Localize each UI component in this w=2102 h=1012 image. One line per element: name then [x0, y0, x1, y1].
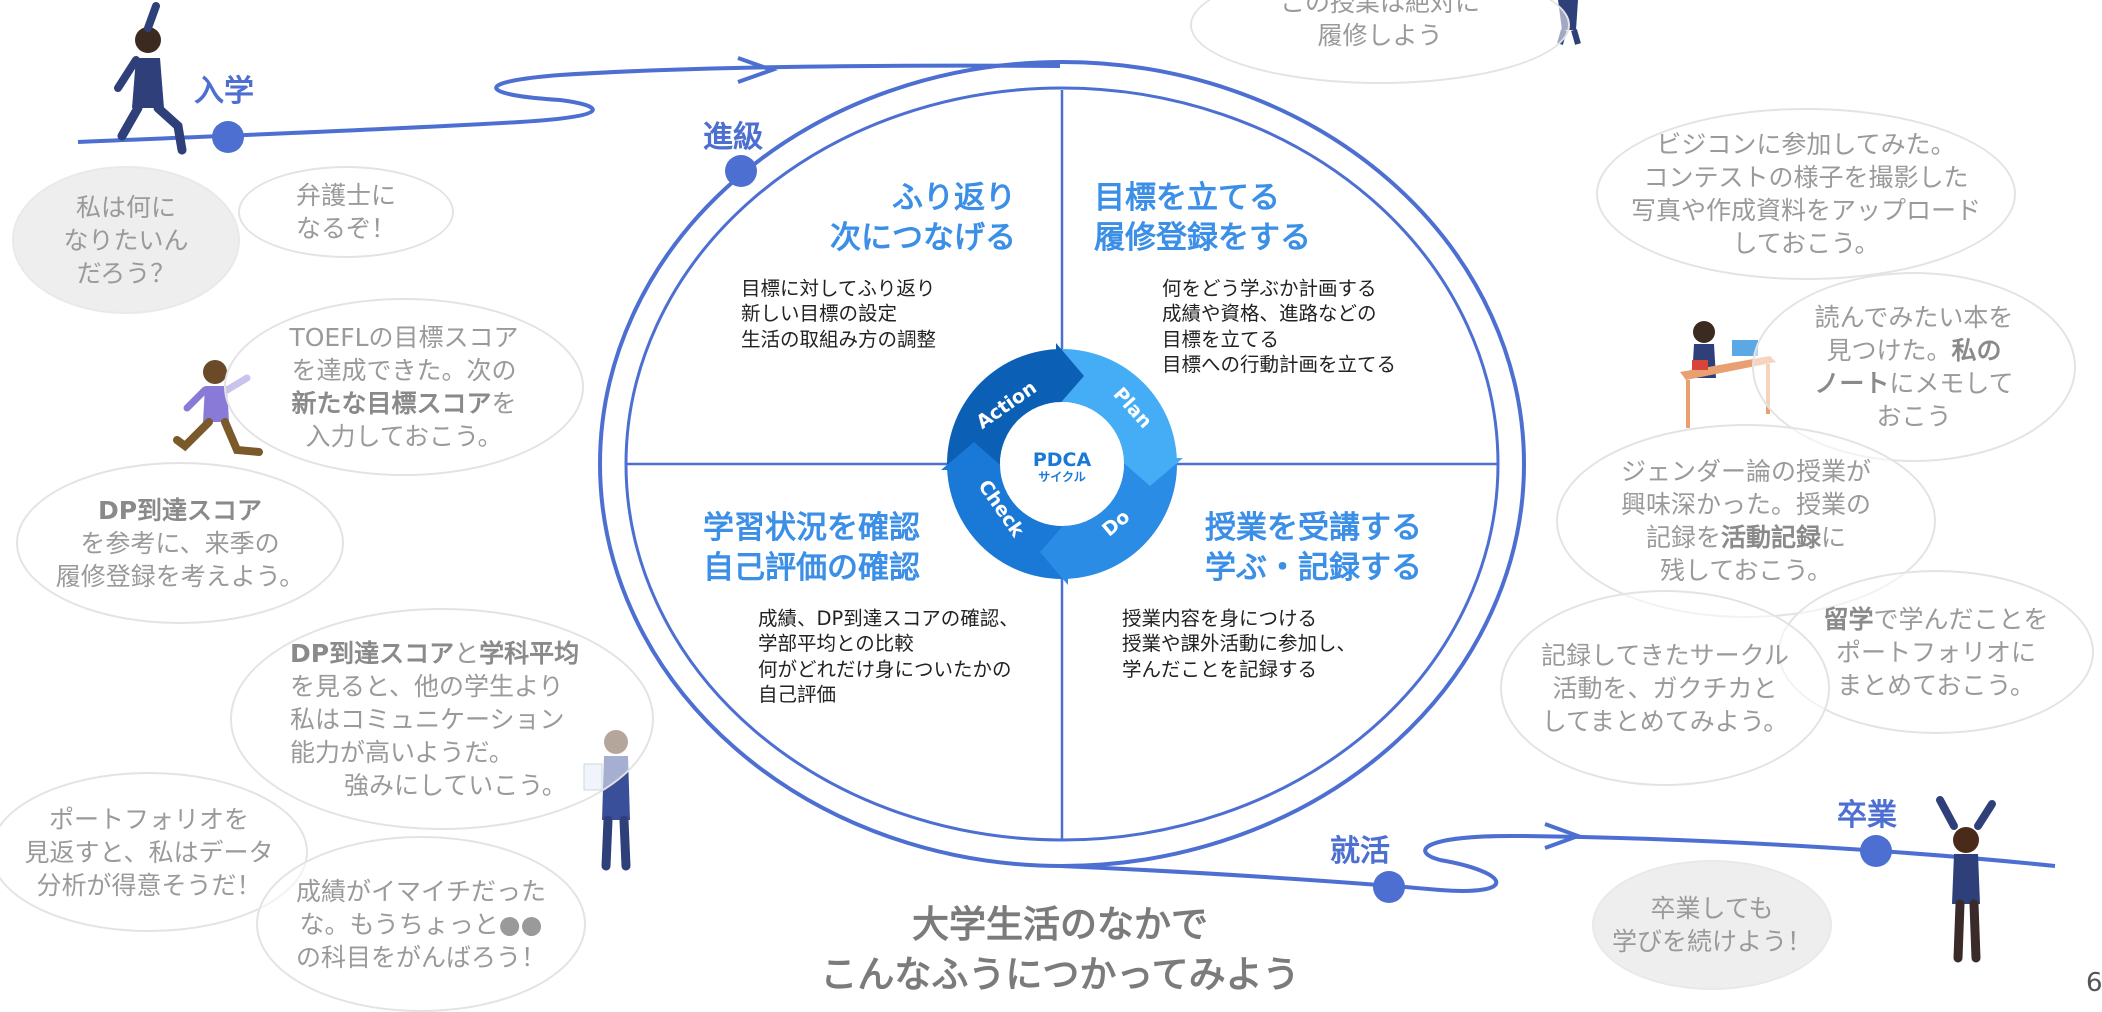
bubble-book: 読んでみたい本を 見つけた。私の ノートにメモして おこう [1752, 272, 2076, 462]
milestone-dot-graduation [1860, 835, 1892, 867]
page-number: 6 [2086, 968, 2102, 998]
ring-segment-plan [1062, 349, 1177, 464]
milestone-dot-entrance [212, 121, 244, 153]
quadrant-action-title: ふり返り次につなげる [830, 180, 1016, 257]
journey-path [77, 63, 1061, 144]
bubble-circle-activity: 記録してきたサークル活動を、ガクチカとしてまとめてみよう。 [1500, 590, 1830, 786]
ring-arrow-check [1040, 520, 1068, 585]
quadrant-do-title: 授業を受講する学ぶ・記録する [1205, 510, 1422, 587]
ring-segment-action [947, 349, 1062, 464]
bubble-grades: 成績がイマイチだったな。もうちょっと●●の科目をがんばろう！ [256, 836, 586, 1012]
ring-arrow-plan [1056, 343, 1084, 408]
pdca-outer-ellipse [598, 60, 1526, 868]
bubble-portfolio-review: ポートフォリオを見返すと、私はデータ分析が得意そうだ！ [0, 772, 308, 932]
bubble-bizcon: ビジコンに参加してみた。コンテストの様子を撮影した写真や作成資料をアップロードし… [1596, 108, 2016, 280]
bubble-lawyer: 弁護士になるぞ！ [238, 166, 454, 258]
quadrant-action-body: 目標に対してふり返り新しい目標の設定生活の取組み方の調整 [741, 277, 937, 351]
journey-arrow-bottom [1544, 822, 1584, 850]
pdca-ring [941, 343, 1183, 585]
ring-segment-check [947, 464, 1062, 579]
bubble-study-abroad: 留学で学んだことを ポートフォリオに まとめておこう。 [1778, 570, 2094, 734]
milestone-label-graduation: 卒業 [1837, 798, 1897, 833]
quadrant-check-body: 成績、DP到達スコアの確認、学部平均との比較何がどれだけ身についたかの自己評価 [758, 607, 1019, 707]
milestone-dot-job-hunting [1373, 871, 1405, 903]
quadrant-plan-title: 目標を立てる履修登録をする [1094, 180, 1311, 257]
bubble-graduate: 卒業しても学びを続けよう！ [1592, 860, 1832, 990]
milestone-dot-promotion [725, 155, 757, 187]
milestone-label-promotion: 進級 [703, 120, 763, 155]
bubble-dp-compare: DP到達スコアと学科平均 を見ると、他の学生より 私はコミュニケーション 能力が… [230, 608, 654, 830]
bottom-title: 大学生活のなかでこんなふうにつかってみよう [820, 903, 1300, 996]
person-graduate-figure [1936, 796, 1996, 963]
ring-arrow-action [941, 442, 1006, 470]
milestone-label-job-hunting: 就活 [1330, 834, 1390, 869]
ring-center [1000, 402, 1124, 526]
ring-segment-do [1062, 464, 1177, 579]
pdca-center-title: PDCA [1033, 449, 1092, 471]
person-jumping-figure [114, 2, 187, 155]
quadrant-check-title: 学習状況を確認自己評価の確認 [703, 510, 920, 587]
bubble-dp-score: DP到達スコア を参考に、来季の 履修登録を考えよう。 [16, 462, 344, 624]
quadrant-do-body: 授業内容を身につける授業や課外活動に参加し、学んだことを記録する [1122, 607, 1357, 681]
journey-path-bottom [1059, 833, 2056, 893]
bubble-toefl: TOEFLの目標スコア を達成できた。次の 新たな目標スコアを 入力しておこう。 [224, 298, 584, 476]
ring-arrow-do [1118, 458, 1183, 486]
pdca-center-sub: サイクル [1038, 470, 1085, 484]
milestone-label-entrance: 入学 [194, 74, 254, 109]
quadrant-plan-body: 何をどう学ぶか計画する成績や資格、進路などの目標を立てる目標への行動計画を立てる [1162, 277, 1397, 377]
journey-arrow-top [737, 56, 779, 84]
bubble-what-to-be: 私は何になりたいんだろう？ [12, 166, 240, 314]
